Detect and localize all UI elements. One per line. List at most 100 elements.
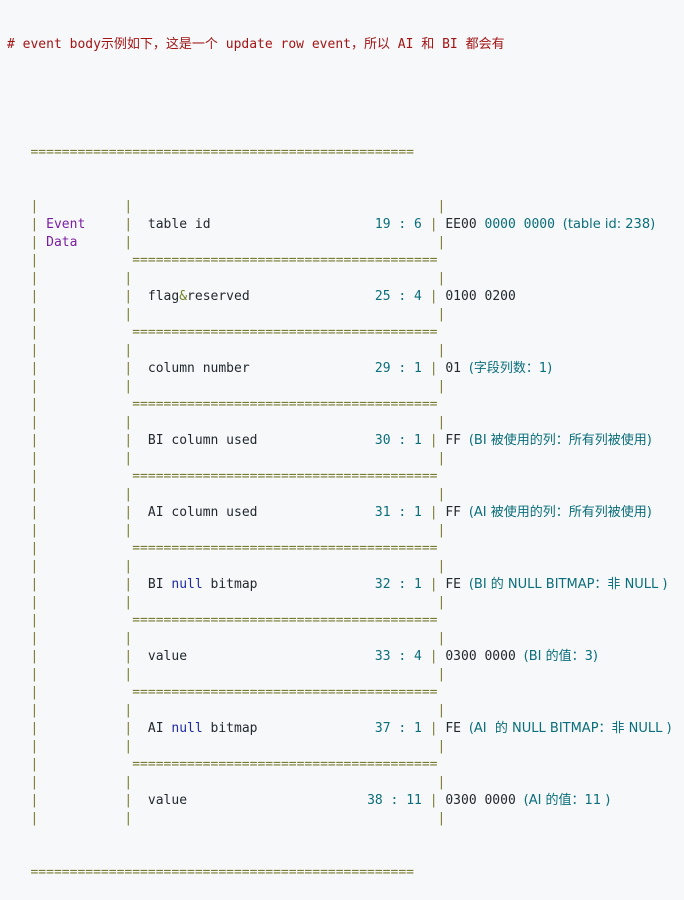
text: | — [7, 757, 39, 772]
text: | — [7, 289, 39, 304]
text: | — [7, 397, 39, 412]
offset: 30 — [374, 433, 391, 448]
row-spacer-top: | | | — [7, 198, 672, 216]
text: | — [429, 649, 438, 664]
text: ======================================= — [124, 397, 438, 412]
row-spacer-top: | | | — [7, 270, 672, 288]
offset-sep: : — [382, 793, 407, 808]
text: | — [124, 379, 133, 394]
text: | — [124, 307, 133, 322]
size: 4 — [414, 289, 422, 304]
text: | — [7, 361, 39, 376]
offset-sep: : — [390, 505, 415, 520]
field-name: column number — [147, 361, 250, 376]
text: | — [124, 523, 133, 538]
hex-a: 0300 0000 — [445, 649, 516, 664]
text: | — [7, 217, 39, 232]
row-main: | | value 38 : 11 | 0300 0000 (AI 的值：11 … — [7, 792, 672, 810]
text: | — [7, 253, 39, 268]
offset-sep: : — [390, 217, 415, 232]
row-separator: | ======================================… — [7, 756, 672, 774]
text: | — [437, 703, 446, 718]
hex-a: 01 — [445, 361, 461, 376]
row-spacer-top: | | | — [7, 558, 672, 576]
note: (AI 的值：11 ) — [523, 793, 611, 808]
text: | — [7, 379, 39, 394]
offset: 37 — [374, 721, 391, 736]
row-separator: | ======================================… — [7, 612, 672, 630]
text: | — [124, 793, 133, 808]
size: 1 — [414, 577, 422, 592]
hex-a: 0300 0000 — [445, 793, 516, 808]
text: | — [124, 667, 133, 682]
row-spacer-top: | | | — [7, 414, 672, 432]
field-name: BI column used — [147, 433, 258, 448]
text: | — [124, 739, 133, 754]
row-main: | | column number 29 : 1 | 01 (字段列数：1) — [7, 360, 672, 378]
note: (BI 被使用的列：所有列被使用) — [468, 433, 652, 448]
text: | — [437, 631, 446, 646]
row-spacer-bottom: | | | — [7, 306, 672, 324]
offset-sep: : — [390, 721, 415, 736]
row-spacer-top: | | | — [7, 342, 672, 360]
text: | — [124, 451, 133, 466]
field-part: reserved — [187, 289, 250, 304]
row-separator: | ======================================… — [7, 252, 672, 270]
text: | — [7, 703, 39, 718]
note: (AI 的 NULL BITMAP：非 NULL ) — [468, 721, 672, 736]
text: | — [7, 667, 39, 682]
row-main: | | BI column used 30 : 1 | FF (BI 被使用的列… — [7, 432, 672, 450]
text: | — [124, 217, 133, 232]
offset-sep: : — [390, 433, 415, 448]
hex-a: 0100 0200 — [445, 289, 516, 304]
text: | — [429, 793, 438, 808]
text: | — [437, 307, 446, 322]
text: | — [7, 613, 39, 628]
text: | — [437, 811, 446, 826]
text: | — [7, 739, 39, 754]
row-separator: | ======================================… — [7, 468, 672, 486]
text: | — [429, 433, 438, 448]
row-spacer-top: | | | — [7, 702, 672, 720]
hex-a: FE — [445, 577, 462, 592]
offset: 33 — [374, 649, 391, 664]
row-spacer-bottom: | | | — [7, 738, 672, 756]
text: | — [7, 685, 39, 700]
text: | — [437, 271, 446, 286]
field-part: flag — [147, 289, 180, 304]
text: | — [7, 271, 39, 286]
size: 1 — [414, 721, 422, 736]
offset-sep: : — [390, 289, 415, 304]
offset: 38 — [367, 793, 383, 808]
row-separator: | ======================================… — [7, 396, 672, 414]
text: | — [7, 811, 39, 826]
text: | — [7, 595, 39, 610]
text: | — [7, 487, 39, 502]
note: (BI 的值：3) — [523, 649, 598, 664]
text: | — [124, 775, 133, 790]
text: | — [124, 505, 133, 520]
row-main: | Event | table id 19 : 6 | EE00 0000 00… — [7, 216, 672, 234]
offset-sep: : — [390, 361, 415, 376]
text: ======================================= — [124, 253, 438, 268]
row-spacer-top: | | | — [7, 486, 672, 504]
text: | — [437, 415, 446, 430]
size: 6 — [414, 217, 422, 232]
hex-a: FF — [445, 433, 461, 448]
text: | — [437, 379, 446, 394]
text: | — [429, 361, 438, 376]
size: 1 — [414, 361, 422, 376]
row-spacer-bottom: | | | — [7, 522, 672, 540]
size: 1 — [414, 433, 422, 448]
row-separator: | ======================================… — [7, 540, 672, 558]
hex-a: EE00 — [445, 217, 477, 232]
text: | — [7, 451, 39, 466]
field-name: table id — [147, 217, 211, 232]
code-block: # event body示例如下，这是一个 update row event，所… — [7, 0, 672, 900]
row-spacer-bottom: | | | — [7, 594, 672, 612]
text: | — [7, 775, 39, 790]
text: | — [437, 595, 446, 610]
row-main: | | AI column used 31 : 1 | FF (AI 被使用的列… — [7, 504, 672, 522]
text: ======================================= — [124, 757, 438, 772]
text: | — [429, 289, 438, 304]
